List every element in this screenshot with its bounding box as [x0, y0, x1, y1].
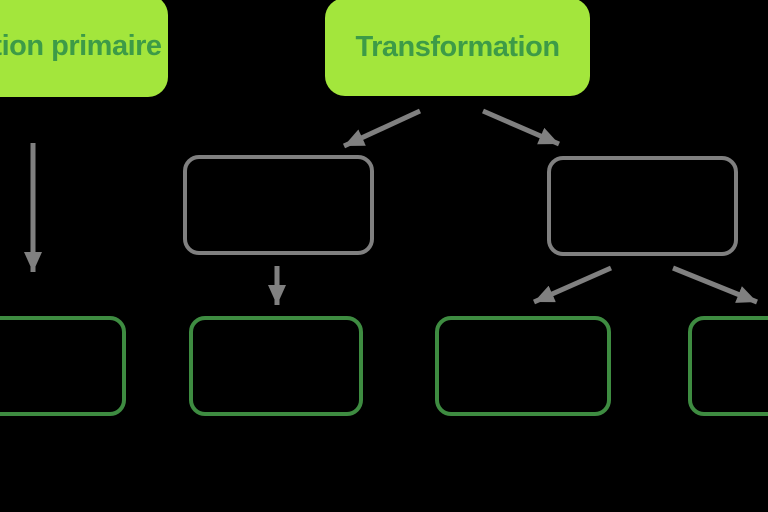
arrow-transformation-to-mid-left — [342, 108, 422, 149]
arrow-transformation-to-mid-right — [482, 108, 560, 147]
node-bottom-4-empty — [688, 316, 768, 416]
node-transformation: Transformation — [325, 0, 590, 96]
node-mid-right-empty — [547, 156, 738, 256]
arrow-mid-right-to-bottom-3 — [532, 265, 613, 305]
node-production-primaire-label: tion primaire — [0, 29, 162, 62]
node-bottom-3-empty — [435, 316, 611, 416]
node-bottom-2-empty — [189, 316, 363, 416]
arrow-mid-right-to-bottom-4 — [672, 265, 758, 305]
node-mid-left-empty — [183, 155, 374, 255]
node-transformation-label: Transformation — [355, 30, 560, 63]
node-bottom-1-empty — [0, 316, 126, 416]
node-production-primaire: tion primaire — [0, 0, 168, 97]
